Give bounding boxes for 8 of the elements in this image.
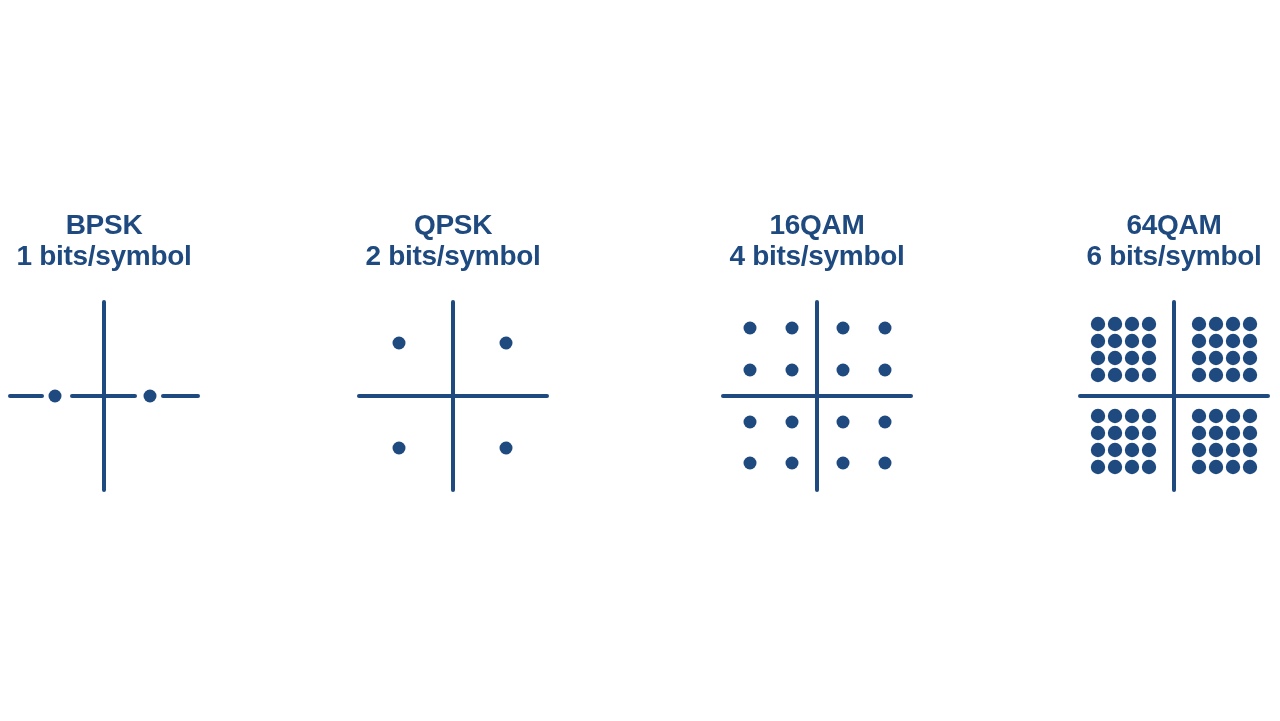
modulation-title: 64QAM [1126, 209, 1222, 240]
modulation-title: 16QAM [769, 209, 865, 240]
modulation-title: QPSK [413, 209, 493, 240]
bit-rate-label: 2 bits/symbol [365, 240, 541, 271]
bit-rate-label: 4 bits/symbol [729, 240, 905, 271]
bit-rate-label: 1 bits/symbol [16, 240, 192, 271]
bit-rate-label: 6 bits/symbol [1086, 240, 1262, 271]
modulation-title: BPSK [65, 209, 143, 240]
